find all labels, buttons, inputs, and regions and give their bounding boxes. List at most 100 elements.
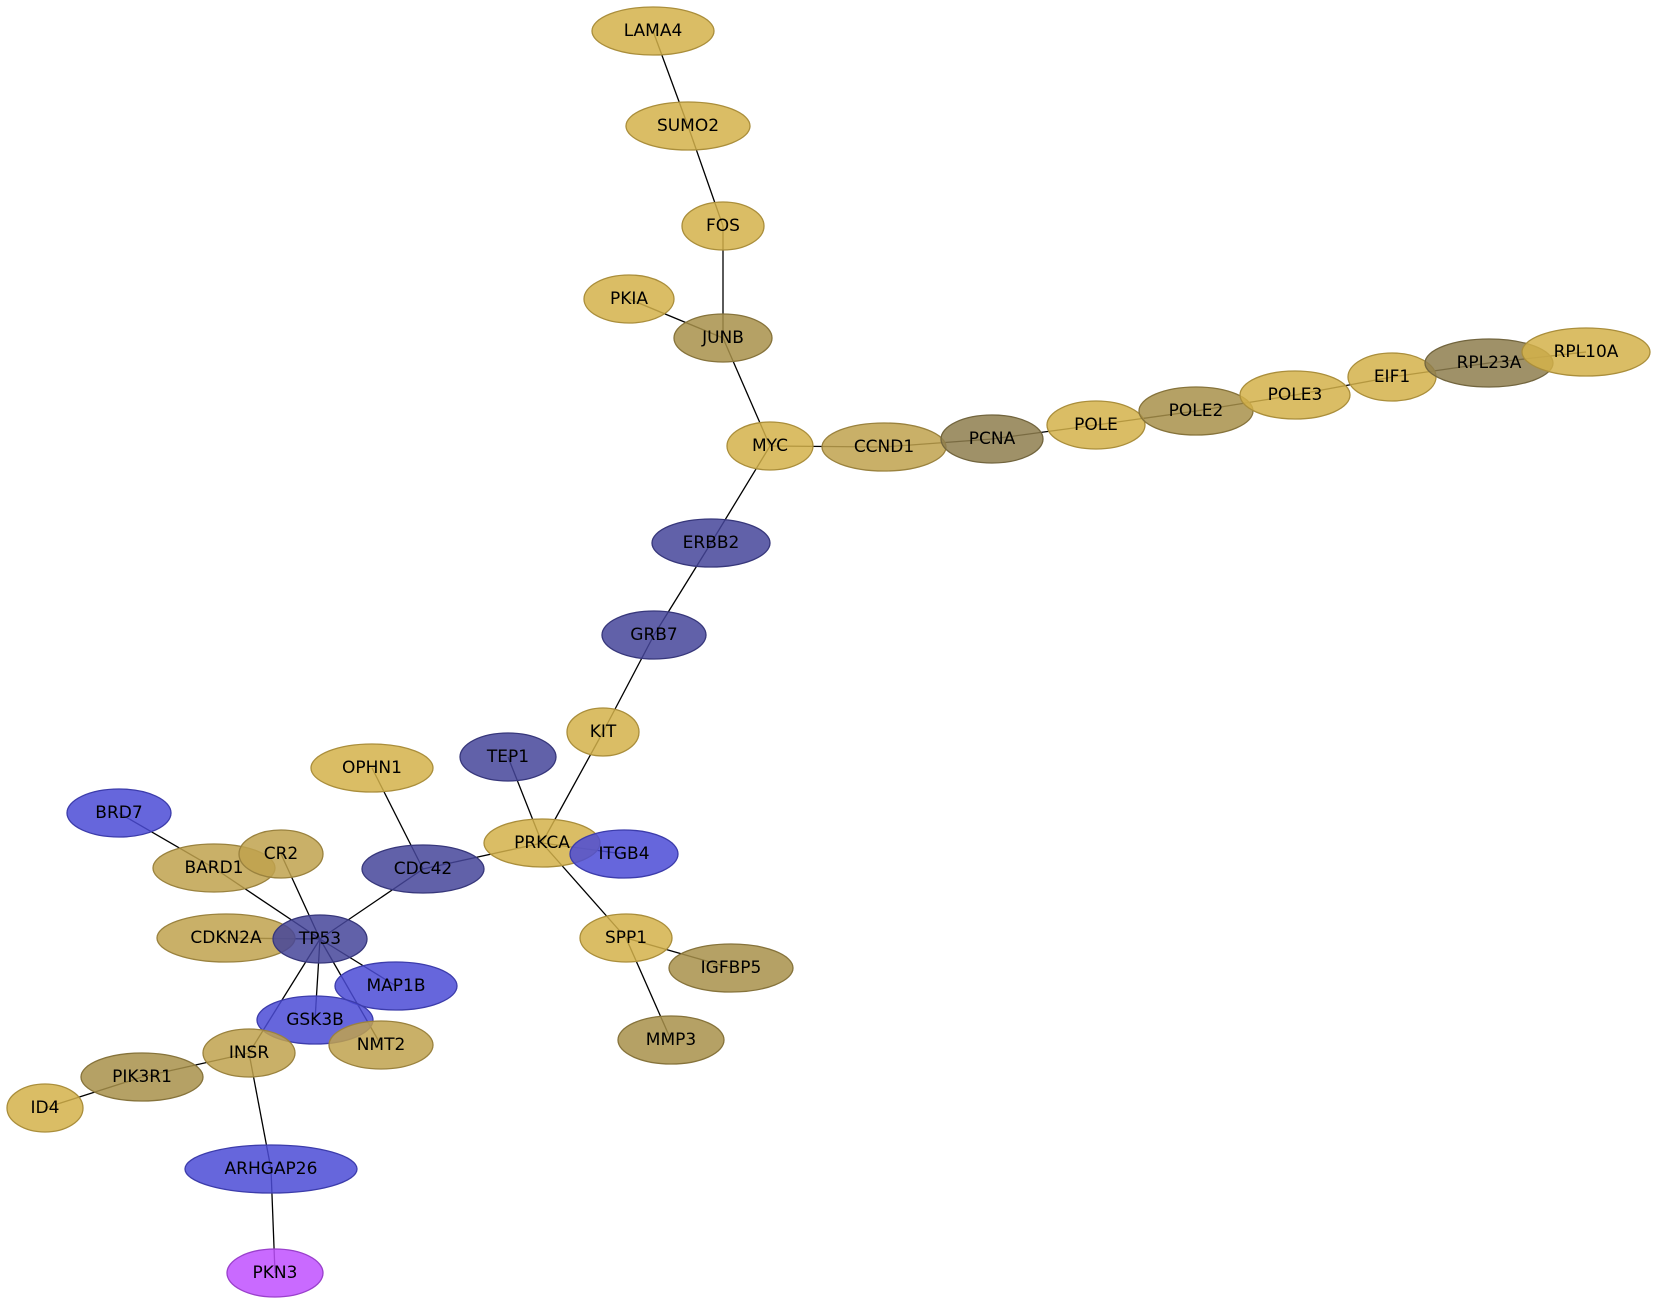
node-lama4[interactable]: LAMA4 bbox=[591, 6, 715, 56]
node-ellipse bbox=[238, 829, 324, 879]
node-sumo2[interactable]: SUMO2 bbox=[625, 101, 751, 151]
node-label: PRKCA bbox=[514, 833, 570, 853]
node-label: CCND1 bbox=[854, 437, 914, 457]
node-ellipse bbox=[668, 943, 794, 993]
node-label: ID4 bbox=[31, 1098, 60, 1118]
node-pole[interactable]: POLE bbox=[1046, 400, 1146, 450]
node-ellipse bbox=[651, 518, 771, 568]
node-ellipse bbox=[681, 201, 765, 251]
node-label: JUNB bbox=[701, 328, 744, 348]
node-label: EIF1 bbox=[1374, 367, 1410, 387]
node-ellipse bbox=[272, 914, 368, 964]
node-label: SUMO2 bbox=[657, 116, 719, 136]
node-label: SPP1 bbox=[605, 928, 647, 948]
node-map1b[interactable]: MAP1B bbox=[334, 961, 458, 1011]
node-pole3[interactable]: POLE3 bbox=[1239, 370, 1351, 420]
node-junb[interactable]: JUNB bbox=[673, 313, 773, 363]
node-label: PCNA bbox=[969, 429, 1016, 449]
node-label: ERBB2 bbox=[683, 533, 740, 553]
node-ellipse bbox=[328, 1020, 434, 1070]
node-ellipse bbox=[1239, 370, 1351, 420]
node-tep1[interactable]: TEP1 bbox=[459, 732, 557, 782]
node-eif1[interactable]: EIF1 bbox=[1347, 352, 1437, 402]
node-erbb2[interactable]: ERBB2 bbox=[651, 518, 771, 568]
node-ellipse bbox=[617, 1015, 725, 1065]
node-label: CDKN2A bbox=[190, 928, 262, 948]
node-id4[interactable]: ID4 bbox=[6, 1083, 84, 1133]
node-ellipse bbox=[591, 6, 715, 56]
node-arhgap26[interactable]: ARHGAP26 bbox=[184, 1144, 358, 1194]
node-ellipse bbox=[1521, 327, 1651, 377]
node-label: ARHGAP26 bbox=[225, 1159, 318, 1179]
node-label: TP53 bbox=[298, 929, 341, 949]
node-label: INSR bbox=[229, 1043, 270, 1063]
node-ellipse bbox=[226, 1248, 324, 1298]
node-ellipse bbox=[1046, 400, 1146, 450]
node-ellipse bbox=[6, 1083, 84, 1133]
node-ellipse bbox=[334, 961, 458, 1011]
node-kit[interactable]: KIT bbox=[566, 707, 640, 757]
node-ellipse bbox=[459, 732, 557, 782]
node-ophn1[interactable]: OPHN1 bbox=[310, 743, 434, 793]
node-label: PKIA bbox=[610, 289, 648, 309]
node-pik3r1[interactable]: PIK3R1 bbox=[80, 1052, 204, 1102]
node-ellipse bbox=[566, 707, 640, 757]
node-label: MAP1B bbox=[366, 976, 425, 996]
node-ellipse bbox=[184, 1144, 358, 1194]
node-pcna[interactable]: PCNA bbox=[940, 414, 1044, 464]
node-label: CDC42 bbox=[394, 859, 452, 879]
node-pkn3[interactable]: PKN3 bbox=[226, 1248, 324, 1298]
node-spp1[interactable]: SPP1 bbox=[579, 913, 673, 963]
node-label: PKN3 bbox=[253, 1263, 298, 1283]
node-label: OPHN1 bbox=[342, 758, 402, 778]
node-nmt2[interactable]: NMT2 bbox=[328, 1020, 434, 1070]
node-label: RPL23A bbox=[1457, 353, 1522, 373]
node-pole2[interactable]: POLE2 bbox=[1138, 386, 1254, 436]
node-brd7[interactable]: BRD7 bbox=[66, 788, 172, 838]
node-ellipse bbox=[361, 844, 485, 894]
node-ellipse bbox=[569, 829, 679, 879]
node-grb7[interactable]: GRB7 bbox=[601, 610, 707, 660]
node-ellipse bbox=[673, 313, 773, 363]
node-ellipse bbox=[940, 414, 1044, 464]
node-pkia[interactable]: PKIA bbox=[583, 274, 675, 324]
node-label: POLE bbox=[1074, 415, 1118, 435]
node-label: GRB7 bbox=[630, 625, 677, 645]
node-ellipse bbox=[601, 610, 707, 660]
node-label: POLE2 bbox=[1169, 401, 1224, 421]
node-label: BRD7 bbox=[95, 803, 142, 823]
node-rpl10a[interactable]: RPL10A bbox=[1521, 327, 1651, 377]
node-label: FOS bbox=[706, 216, 740, 236]
node-fos[interactable]: FOS bbox=[681, 201, 765, 251]
node-label: PIK3R1 bbox=[112, 1067, 172, 1087]
node-label: ITGB4 bbox=[598, 844, 649, 864]
node-ellipse bbox=[579, 913, 673, 963]
node-ellipse bbox=[726, 421, 814, 471]
node-itgb4[interactable]: ITGB4 bbox=[569, 829, 679, 879]
node-cr2[interactable]: CR2 bbox=[238, 829, 324, 879]
node-ellipse bbox=[202, 1028, 296, 1078]
node-label: CR2 bbox=[264, 844, 299, 864]
node-label: KIT bbox=[590, 722, 617, 742]
node-tp53[interactable]: TP53 bbox=[272, 914, 368, 964]
node-label: RPL10A bbox=[1554, 342, 1619, 362]
node-insr[interactable]: INSR bbox=[202, 1028, 296, 1078]
node-label: TEP1 bbox=[486, 747, 529, 767]
node-ellipse bbox=[66, 788, 172, 838]
node-igfbp5[interactable]: IGFBP5 bbox=[668, 943, 794, 993]
node-label: IGFBP5 bbox=[701, 958, 762, 978]
node-cdc42[interactable]: CDC42 bbox=[361, 844, 485, 894]
node-ellipse bbox=[310, 743, 434, 793]
node-rpl23a[interactable]: RPL23A bbox=[1424, 338, 1554, 388]
node-mmp3[interactable]: MMP3 bbox=[617, 1015, 725, 1065]
node-ellipse bbox=[80, 1052, 204, 1102]
node-label: MYC bbox=[752, 436, 788, 456]
node-ellipse bbox=[625, 101, 751, 151]
node-label: MMP3 bbox=[646, 1030, 696, 1050]
node-ellipse bbox=[583, 274, 675, 324]
node-label: BARD1 bbox=[184, 858, 243, 878]
node-ccnd1[interactable]: CCND1 bbox=[821, 422, 947, 472]
node-myc[interactable]: MYC bbox=[726, 421, 814, 471]
